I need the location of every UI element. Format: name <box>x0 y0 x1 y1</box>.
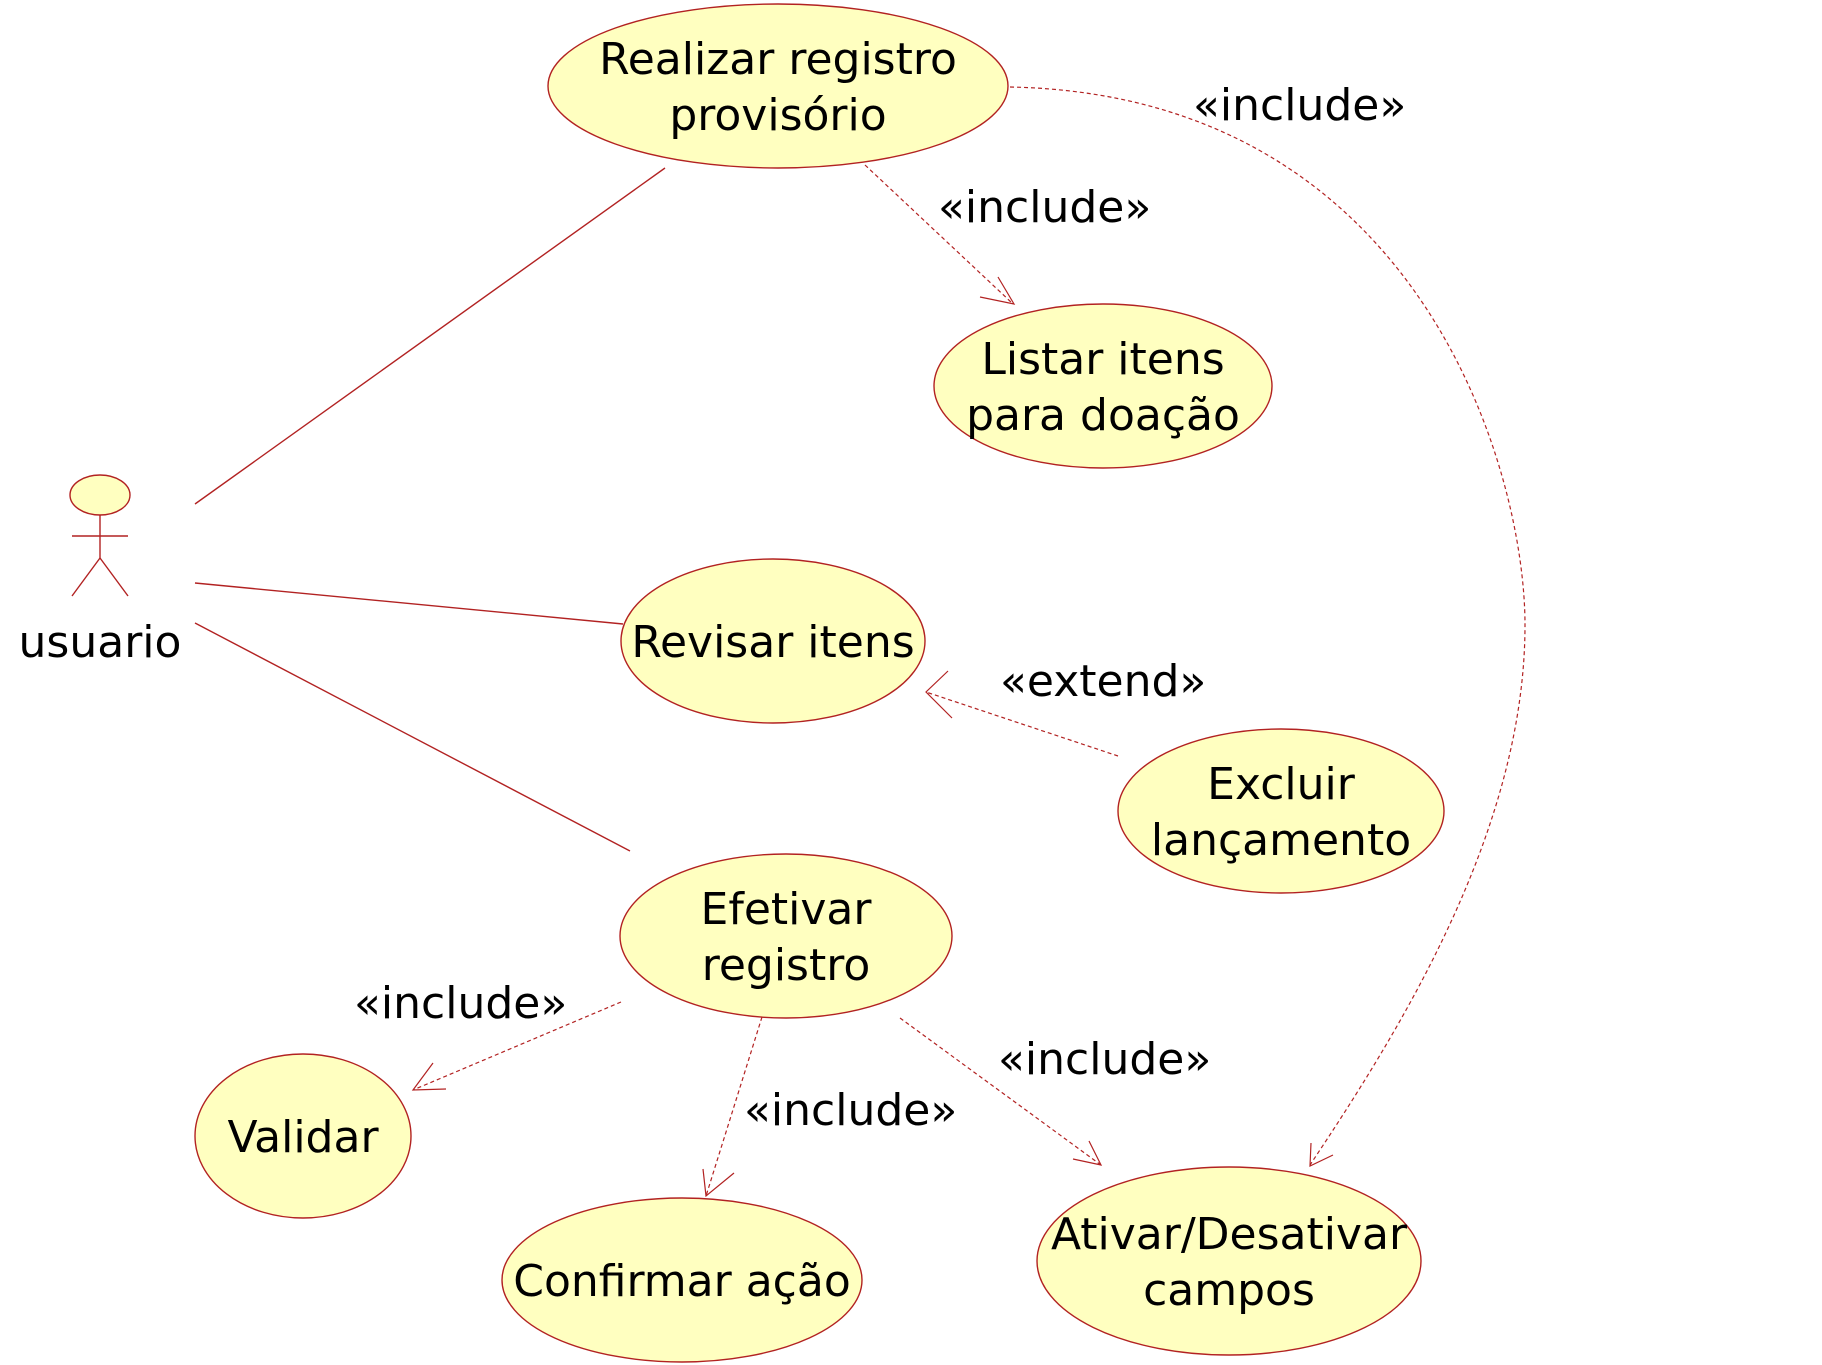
actor-usuario: usuario <box>19 474 182 668</box>
usecase-listar-line2: para doação <box>966 390 1240 441</box>
usecase-listar-itens: Listar itens para doação <box>933 303 1273 469</box>
usecase-realizar-line2: provisório <box>669 90 886 141</box>
association-realizar <box>194 167 666 505</box>
stereotype-efetivar-ativar: «include» <box>998 1034 1211 1085</box>
stereotype-efetivar-confirmar: «include» <box>744 1085 957 1136</box>
usecase-efetivar-line1: Efetivar <box>701 884 873 935</box>
usecase-ativar-desativar: Ativar/Desativar campos <box>1036 1166 1422 1356</box>
usecase-listar-line1: Listar itens <box>981 334 1224 385</box>
dependency-realizar-listar: «include» <box>864 164 1151 305</box>
usecase-realizar-registro: Realizar registro provisório <box>547 3 1009 169</box>
actor-left-leg <box>71 557 101 597</box>
usecase-excluir-line1: Excluir <box>1207 759 1356 810</box>
association-efetivar <box>194 622 631 852</box>
usecase-ativar-line2: campos <box>1143 1265 1315 1316</box>
dependency-realizar-ativar: «include» <box>1009 80 1526 1167</box>
usecase-confirmar-acao: Confirmar ação <box>501 1197 863 1363</box>
actor-label: usuario <box>19 617 182 668</box>
usecase-revisar-line1: Revisar itens <box>631 617 914 668</box>
usecase-excluir-lancamento: Excluir lançamento <box>1117 728 1445 894</box>
stereotype-realizar-ativar: «include» <box>1193 80 1406 131</box>
usecase-ativar-line1: Ativar/Desativar <box>1051 1209 1408 1260</box>
usecase-validar: Validar <box>194 1053 412 1219</box>
usecase-confirmar-line1: Confirmar ação <box>513 1256 851 1307</box>
stereotype-excluir-revisar: «extend» <box>1000 656 1206 707</box>
usecase-validar-line1: Validar <box>227 1112 379 1163</box>
usecase-excluir-line2: lançamento <box>1151 815 1411 866</box>
stereotype-efetivar-validar: «include» <box>354 978 567 1029</box>
usecase-efetivar-line2: registro <box>702 940 871 991</box>
dependency-efetivar-validar: «include» <box>354 978 622 1091</box>
usecase-efetivar-registro: Efetivar registro <box>619 853 953 1019</box>
dependency-efetivar-ativar: «include» <box>899 1017 1211 1166</box>
stereotype-realizar-listar: «include» <box>938 182 1151 233</box>
usecase-revisar-itens: Revisar itens <box>620 558 926 724</box>
dependency-excluir-revisar: «extend» <box>925 656 1206 757</box>
association-revisar <box>194 582 624 625</box>
actor-head <box>69 474 131 516</box>
dependency-efetivar-confirmar: «include» <box>702 1016 957 1198</box>
actor-right-leg <box>99 557 129 597</box>
usecase-realizar-line1: Realizar registro <box>599 34 957 85</box>
